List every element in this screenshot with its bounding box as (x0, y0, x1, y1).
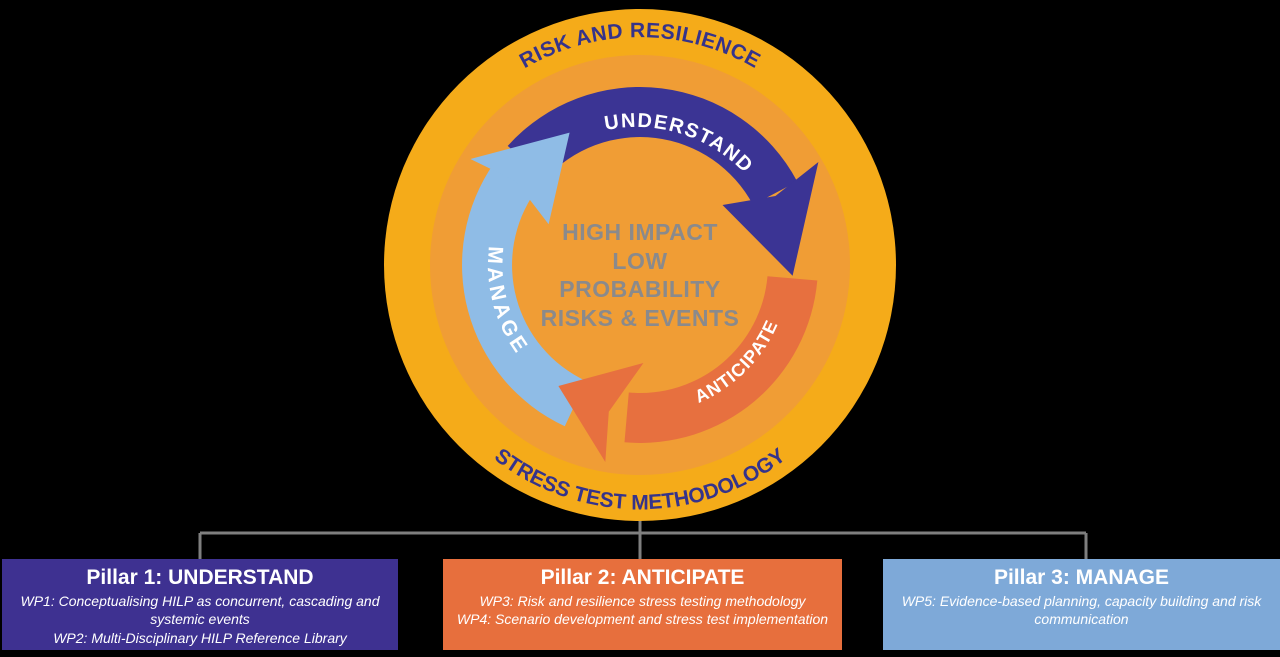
center-text-line-2: LOW (612, 248, 667, 274)
pillar-1-title: Pillar 1: UNDERSTAND (86, 566, 314, 589)
pillar-1-wp2: WP2: Multi-Disciplinary HILP Reference L… (53, 629, 347, 646)
anticipate-arrow-head (558, 363, 644, 462)
pillar-2-wp4: WP4: Scenario development and stress tes… (456, 611, 829, 628)
center-text-line-1: HIGH IMPACT (562, 219, 718, 245)
pillar-1-understand-box: Pillar 1: UNDERSTAND WP1: Conceptualisin… (2, 559, 398, 650)
pillar-3-title: Pillar 3: MANAGE (993, 566, 1170, 589)
pillar-2-anticipate-box: Pillar 2: ANTICIPATE WP3: Risk and resil… (443, 559, 842, 650)
manage-arrow-band (462, 162, 586, 427)
center-text-line-3: PROBABILITY (559, 276, 720, 302)
understand-arrow-band (507, 86, 798, 205)
understand-arrow-head (722, 162, 819, 276)
anticipate-arrow-band (624, 276, 818, 443)
pillar-3-wp5: WP5: Evidence-based planning, capacity b… (901, 593, 1262, 628)
pillar-2-wp3: WP3: Risk and resilience stress testing … (479, 593, 806, 609)
connector-lines (198, 518, 1088, 560)
pillar-1-wp1: WP1: Conceptualising HILP as concurrent,… (20, 593, 380, 628)
center-text-line-4: RISKS & EVENTS (541, 305, 740, 331)
pillar-3-manage-box: Pillar 3: MANAGE WP5: Evidence-based pla… (883, 559, 1280, 650)
manage-arrow-head (470, 132, 570, 225)
pillar-2-title: Pillar 2: ANTICIPATE (540, 566, 745, 589)
